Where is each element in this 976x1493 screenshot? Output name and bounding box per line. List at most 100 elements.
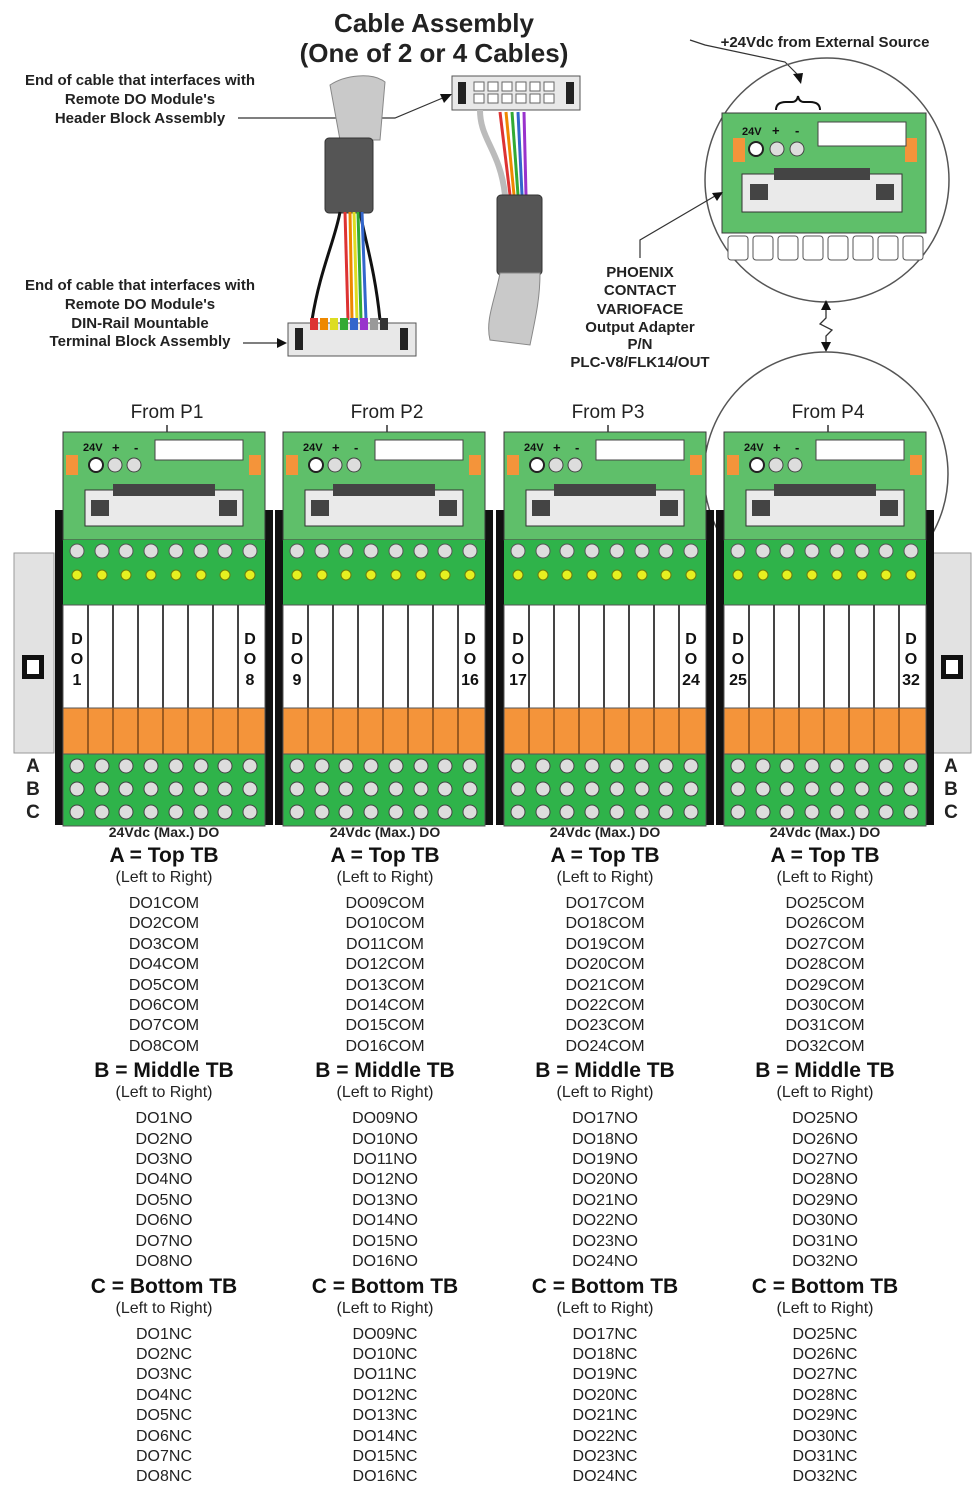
- module-side-end-d: D: [244, 631, 256, 648]
- module-side-end-n: 16: [461, 672, 479, 689]
- arrowhead-source: [793, 73, 803, 84]
- pin-label: DO17NO: [572, 1110, 638, 1128]
- pin-label: DO17NC: [572, 1325, 638, 1343]
- arrowhead-header: [440, 94, 452, 103]
- pin-label: DO21COM: [565, 976, 645, 994]
- pin-label: DO09COM: [345, 895, 425, 912]
- zoom-link-arrow-up: [821, 300, 831, 310]
- pin-label: DO28NC: [792, 1386, 858, 1404]
- arrowhead-terminal: [277, 338, 287, 348]
- pin-label: DO12NO: [352, 1171, 418, 1189]
- callout-header-end-line1: End of cable that interfaces with: [25, 72, 255, 89]
- pin-label: DO24COM: [565, 1037, 645, 1055]
- pin-label: DO26NC: [792, 1345, 858, 1363]
- pin-label: DO15NO: [352, 1232, 418, 1250]
- section-bottom: C = Bottom TB (Left to Right) DO25NC DO2…: [720, 1275, 930, 1488]
- pin-label: DO27NC: [792, 1366, 858, 1384]
- section-order-note: (Left to Right): [336, 1084, 434, 1102]
- section-title-middle: B = Middle TB: [755, 1059, 895, 1083]
- module-side-end-n: 24: [682, 672, 700, 689]
- pin-label: DO16NC: [352, 1468, 418, 1486]
- module-side-end-d: D: [685, 631, 697, 648]
- module-side-end-o: O: [685, 651, 697, 668]
- callout-external-source: +24Vdc from External Source: [721, 34, 930, 51]
- callout-adapter-line5: P/N: [627, 336, 652, 353]
- pin-label: DO5COM: [128, 976, 200, 994]
- pin-label: DO32COM: [785, 1037, 865, 1055]
- section-order-note: (Left to Right): [336, 869, 434, 886]
- module-side-start-d: D: [291, 631, 303, 648]
- terminal-module-p4: From P4 24V + - D O 25 D O 32: [716, 402, 934, 827]
- pin-label: DO6COM: [128, 997, 200, 1015]
- module-side-end-d: D: [905, 631, 917, 648]
- pin-label: DO22NC: [572, 1427, 638, 1445]
- pin-label: DO1COM: [128, 895, 200, 912]
- end-stop-right: A B C: [932, 552, 972, 823]
- module-side-end-d: D: [464, 631, 476, 648]
- zoom-minus-label: -: [795, 123, 799, 138]
- pin-label: DO15COM: [345, 1017, 425, 1035]
- section-title-bottom: C = Bottom TB: [90, 1274, 238, 1298]
- pin-label: DO23NO: [572, 1232, 638, 1250]
- pin-label: DO11COM: [346, 935, 424, 953]
- pin-label: DO10NC: [352, 1345, 418, 1363]
- section-title-top: A = Top TB: [330, 844, 440, 867]
- pin-label: DO8COM: [128, 1037, 200, 1055]
- pinout-column-p2: 24Vdc (Max.) DO A = Top TB (Left to Righ…: [280, 820, 490, 1490]
- pin-label: DO10NO: [352, 1130, 418, 1148]
- pin-label: DO31COM: [785, 1017, 865, 1035]
- callout-adapter-line6: PLC-V8/FLK14/OUT: [570, 354, 709, 371]
- module-side-end-o: O: [905, 651, 917, 668]
- pin-label: DO23NC: [572, 1447, 638, 1465]
- section-title-top: A = Top TB: [109, 844, 219, 867]
- pin-label: DO8NC: [135, 1468, 192, 1486]
- pin-label: DO20COM: [565, 956, 645, 974]
- section-title-top: A = Top TB: [770, 844, 880, 867]
- pin-label: DO31NC: [792, 1447, 858, 1465]
- pin-label: DO27COM: [785, 935, 865, 953]
- rail-letter-right-c: C: [944, 802, 958, 823]
- pin-label: DO26COM: [785, 915, 865, 933]
- section-top: A = Top TB (Left to Right) DO09COM DO10C…: [280, 844, 490, 1057]
- pin-label: DO11NO: [352, 1151, 418, 1169]
- module-side-end-n: 8: [246, 672, 255, 689]
- module-minus-label: -: [795, 440, 799, 455]
- voltage-label: 24Vdc (Max.) DO: [769, 824, 881, 840]
- module-minus-label: -: [575, 440, 579, 455]
- pin-label: DO4NC: [135, 1386, 192, 1404]
- pin-label: DO10COM: [345, 915, 425, 933]
- module-side-start-o: O: [71, 651, 83, 668]
- leader-line-source: [689, 39, 799, 76]
- pin-label: DO4COM: [128, 956, 200, 974]
- section-title-bottom: C = Bottom TB: [311, 1274, 459, 1298]
- zoom-plus-label: +: [772, 123, 780, 138]
- section-top: A = Top TB (Left to Right) DO17COM DO18C…: [500, 844, 710, 1057]
- callout-header-end-line3: Header Block Assembly: [55, 110, 226, 127]
- pinout-column-p4: 24Vdc (Max.) DO A = Top TB (Left to Righ…: [720, 820, 930, 1490]
- pin-label: DO3NO: [135, 1151, 193, 1169]
- section-top: A = Top TB (Left to Right) DO25COM DO26C…: [720, 844, 930, 1057]
- section-order-note: (Left to Right): [556, 869, 654, 886]
- diagram-title-line1: Cable Assembly: [334, 8, 534, 38]
- module-side-start-d: D: [512, 631, 524, 648]
- pin-label: DO1NC: [135, 1325, 192, 1343]
- pin-label: DO5NO: [135, 1191, 193, 1209]
- section-title-bottom: C = Bottom TB: [531, 1274, 679, 1298]
- pin-label: DO21NO: [572, 1191, 638, 1209]
- section-middle: B = Middle TB (Left to Right) DO1NO DO2N…: [59, 1059, 269, 1272]
- pin-label: DO3NC: [135, 1366, 192, 1384]
- pin-label: DO25NC: [792, 1325, 858, 1343]
- pin-label: DO5NC: [135, 1407, 192, 1425]
- module-side-start-d: D: [71, 631, 83, 648]
- section-order-note: (Left to Right): [115, 1299, 213, 1317]
- section-middle: B = Middle TB (Left to Right) DO09NO DO1…: [280, 1059, 490, 1272]
- pin-label: DO29NC: [792, 1407, 858, 1425]
- pin-label: DO30NC: [792, 1427, 858, 1445]
- section-order-note: (Left to Right): [776, 1299, 874, 1317]
- rail-letter-right-a: A: [944, 756, 958, 777]
- module-minus-label: -: [134, 440, 138, 455]
- pin-label: DO13NO: [352, 1191, 418, 1209]
- end-stop-left: A B C: [13, 552, 55, 823]
- pin-label: DO12NC: [352, 1386, 418, 1404]
- pin-label: DO30COM: [785, 997, 865, 1015]
